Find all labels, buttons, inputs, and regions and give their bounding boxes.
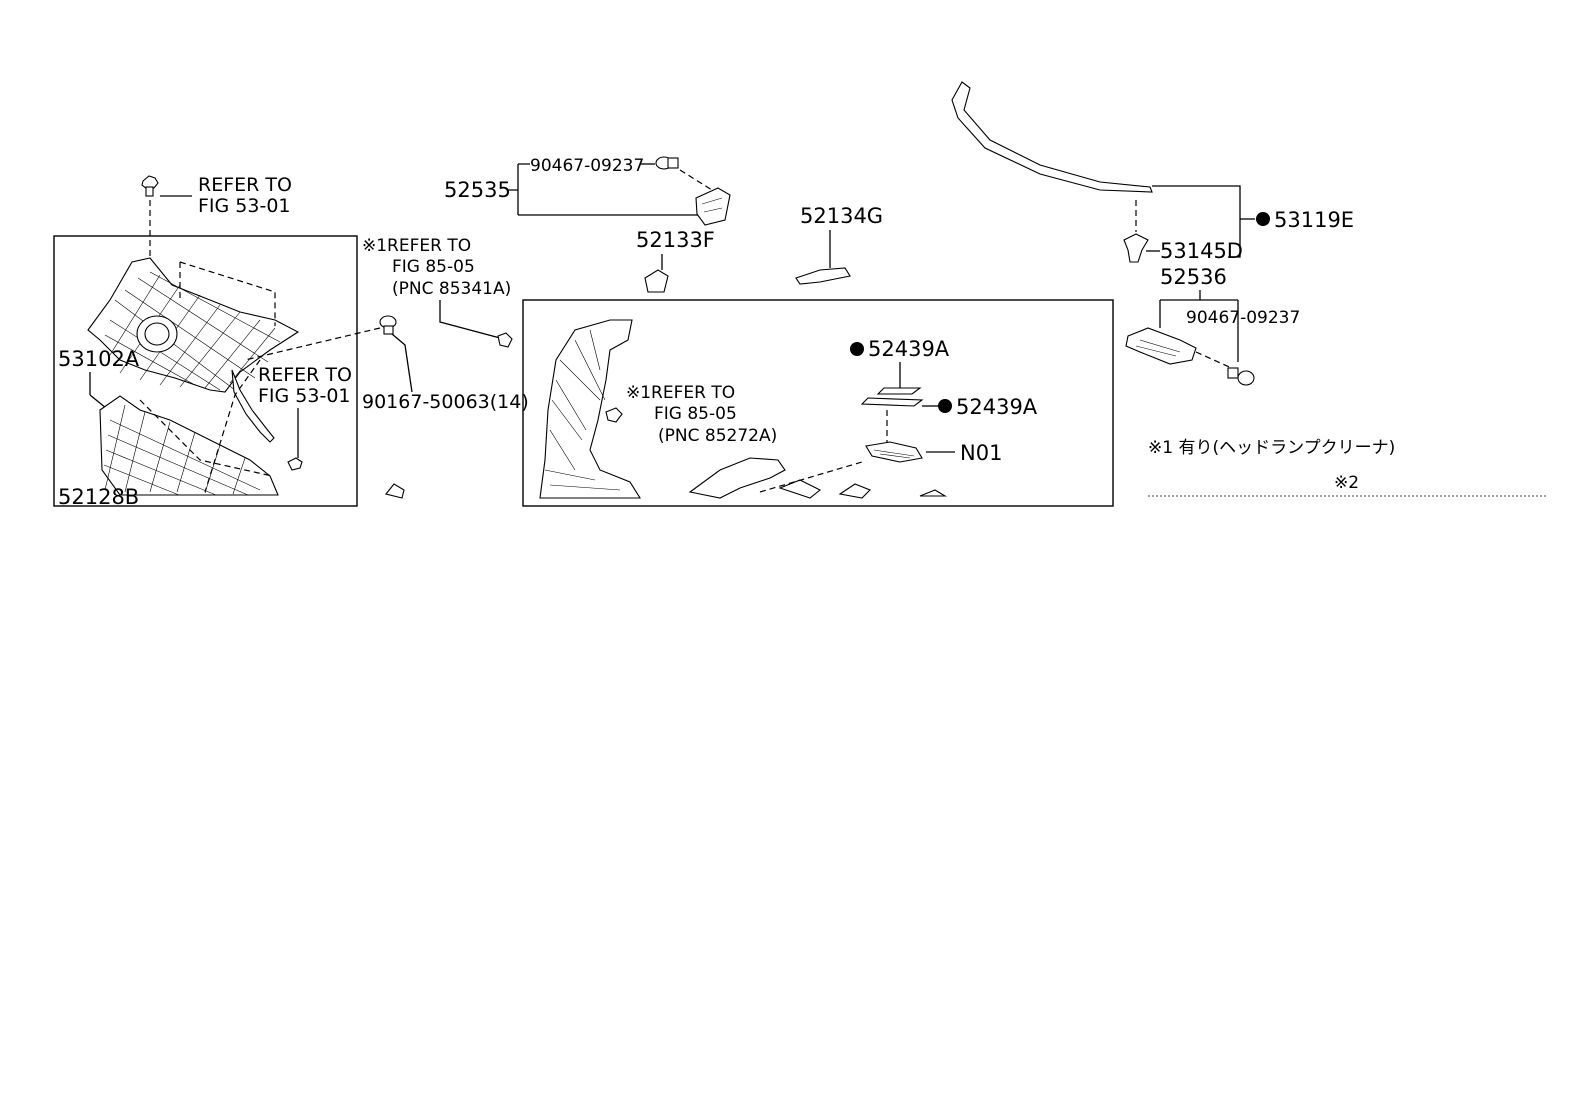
upper-grille-part bbox=[87, 257, 300, 443]
connector-icon bbox=[497, 332, 513, 348]
bolt-icon bbox=[141, 175, 159, 197]
part-number-52536: 52536 bbox=[1160, 265, 1227, 289]
part-number-90167: 90167-50063(14) bbox=[362, 391, 529, 413]
part-number-52133F: 52133F bbox=[636, 228, 715, 252]
absorber-part bbox=[688, 457, 947, 499]
bracket-fragment bbox=[385, 483, 405, 499]
refer-to-label: ※1REFER TO bbox=[362, 236, 471, 256]
refer-fig-label: FIG 53-01 bbox=[198, 195, 291, 217]
part-number-52535: 52535 bbox=[444, 178, 511, 202]
part-number-52439A: 52439A bbox=[868, 337, 950, 361]
bolt-icon bbox=[1227, 367, 1255, 386]
bumper-side-part bbox=[539, 319, 641, 499]
note-2: ※2 bbox=[1334, 473, 1359, 493]
screw-icon bbox=[379, 315, 397, 335]
refer-fig-label: FIG 85-05 bbox=[654, 404, 737, 424]
part-number-52134G: 52134G bbox=[800, 204, 883, 228]
grille-group-box bbox=[53, 235, 358, 507]
clip-icon bbox=[287, 457, 303, 471]
refer-to-label: ※1REFER TO bbox=[626, 383, 735, 403]
spacer-part bbox=[860, 397, 924, 407]
bracket-52134G-part bbox=[795, 267, 851, 285]
spacer-part bbox=[876, 387, 922, 395]
bracket-52536-part bbox=[1125, 327, 1197, 365]
part-number-52128B: 52128B bbox=[58, 485, 139, 509]
bumper-group-box bbox=[522, 299, 1114, 507]
part-number-52439A: 52439A bbox=[956, 395, 1038, 419]
connector-icon bbox=[605, 407, 623, 423]
refer-to-label: REFER TO bbox=[198, 174, 292, 196]
bracket-N01-part bbox=[865, 441, 923, 463]
note-headlamp-cleaner: ※1 有り(ヘッドランプクリーナ) bbox=[1148, 438, 1395, 458]
clip-52133F-part bbox=[644, 269, 669, 293]
refer-fig-label: FIG 53-01 bbox=[258, 385, 351, 407]
part-number-N01: N01 bbox=[960, 441, 1002, 465]
clip-53145D-part bbox=[1123, 233, 1149, 263]
refer-pnc-label: (PNC 85341A) bbox=[392, 279, 511, 299]
bracket-52535-part bbox=[695, 187, 731, 226]
part-number-53102A: 53102A bbox=[58, 347, 140, 371]
refer-fig-label: FIG 85-05 bbox=[392, 257, 475, 277]
refer-to-label: REFER TO bbox=[258, 364, 352, 386]
bolt-icon bbox=[655, 156, 679, 170]
part-number-90467: 90467-09237 bbox=[1186, 308, 1300, 328]
part-number-53119E: 53119E bbox=[1274, 208, 1354, 232]
part-number-53145D: 53145D bbox=[1160, 239, 1243, 263]
molding-strip-part bbox=[951, 81, 1153, 193]
lower-grille-part bbox=[99, 395, 279, 496]
refer-pnc-label: (PNC 85272A) bbox=[658, 426, 777, 446]
part-number-90467: 90467-09237 bbox=[530, 156, 644, 176]
